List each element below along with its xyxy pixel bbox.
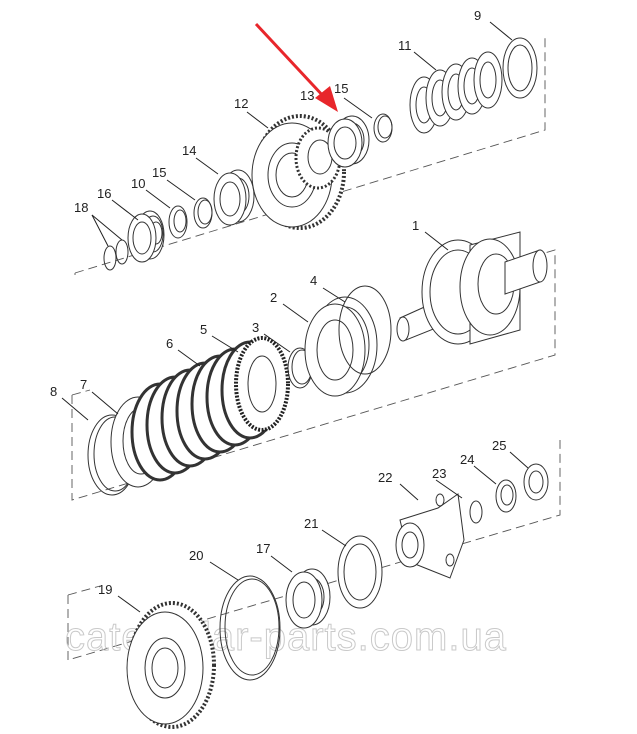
assembly-boundary-lines [67, 35, 561, 661]
label-21: 21 [304, 516, 318, 531]
label-20: 20 [189, 548, 203, 563]
part-16-bearing[interactable] [127, 210, 165, 263]
part-19-gear[interactable] [126, 601, 216, 729]
label-24: 24 [460, 452, 474, 467]
part-24-washer[interactable] [495, 479, 517, 513]
label-15-lower: 15 [152, 165, 166, 180]
part-14-bearing[interactable] [213, 169, 255, 226]
label-14: 14 [182, 143, 196, 158]
part-25-nut[interactable] [523, 463, 549, 501]
part-9-ring[interactable] [502, 37, 538, 99]
part-15-ring-lower[interactable] [193, 197, 213, 229]
part-11-springs[interactable] [409, 51, 503, 134]
label-15-upper: 15 [334, 81, 348, 96]
part-number-labels: 9 11 15 13 12 14 15 10 16 18 1 4 2 3 5 6… [50, 8, 506, 597]
label-10: 10 [131, 176, 145, 191]
part-2-piston[interactable] [304, 296, 378, 397]
part-6-5-clutch-pack[interactable] [130, 336, 290, 482]
label-2: 2 [270, 290, 277, 305]
highlight-arrow [254, 22, 338, 112]
part-17-bearing[interactable] [285, 568, 331, 629]
label-9: 9 [474, 8, 481, 23]
label-6: 6 [166, 336, 173, 351]
label-8: 8 [50, 384, 57, 399]
label-22: 22 [378, 470, 392, 485]
part-23-ring[interactable] [469, 500, 483, 524]
part-15-ring-upper[interactable] [373, 113, 393, 143]
label-7: 7 [80, 377, 87, 392]
leader-lines [61, 21, 529, 613]
label-23: 23 [432, 466, 446, 481]
part-10-ring[interactable] [168, 205, 188, 239]
label-11: 11 [398, 38, 412, 53]
part-4-seal-ring[interactable] [338, 285, 392, 375]
label-12: 12 [234, 96, 248, 111]
label-16: 16 [97, 186, 111, 201]
label-4: 4 [310, 273, 317, 288]
label-1: 1 [412, 218, 419, 233]
part-22-flange-yoke[interactable] [395, 493, 465, 579]
label-18: 18 [74, 200, 88, 215]
label-17: 17 [256, 541, 270, 556]
label-13: 13 [300, 88, 314, 103]
part-12-gear[interactable] [251, 114, 346, 230]
label-5: 5 [200, 322, 207, 337]
label-3: 3 [252, 320, 259, 335]
part-21-ring[interactable] [337, 535, 383, 609]
part-20-ring[interactable] [219, 575, 281, 681]
label-19: 19 [98, 582, 112, 597]
part-1-clutch-drum-shaft[interactable] [396, 231, 548, 345]
part-13-bearing[interactable] [327, 115, 370, 168]
label-25: 25 [492, 438, 506, 453]
